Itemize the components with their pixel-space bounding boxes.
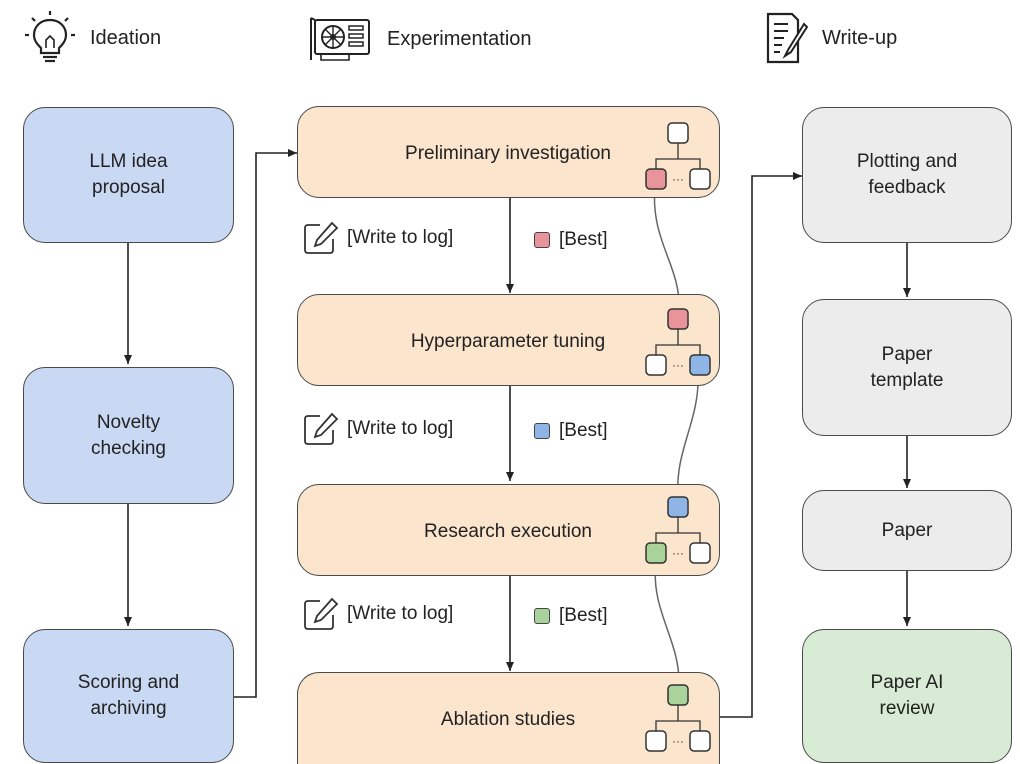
svg-text:···: ··· xyxy=(672,734,684,748)
paper-ai-review-box: Paper AI review xyxy=(802,629,1012,763)
experimentation-header-label: Experimentation xyxy=(387,27,532,50)
ablation-studies-box: Ablation studies ··· xyxy=(297,672,720,764)
novelty-line2: checking xyxy=(91,437,166,459)
preliminary-label: Preliminary investigation xyxy=(405,143,611,164)
review-line1: Paper AI xyxy=(870,672,944,693)
lightbulb-icon xyxy=(25,11,75,63)
ablation-label: Ablation studies xyxy=(440,709,576,730)
plotting-feedback-box: Plotting and feedback xyxy=(802,107,1012,243)
best-red: [Best] xyxy=(534,229,608,251)
edit-log-icon xyxy=(304,221,339,254)
svg-text:···: ··· xyxy=(672,172,684,186)
scoring-line2: archiving xyxy=(90,698,167,719)
write-to-log-3: [Write to log] xyxy=(303,597,453,631)
write-to-log-label: [Write to log] xyxy=(347,418,454,439)
template-line2: template xyxy=(870,369,944,391)
search-tree-icon: ··· xyxy=(645,684,711,752)
novelty-checking-box: Novelty checking xyxy=(23,367,234,504)
writeup-header: Write-up xyxy=(764,10,897,66)
paper-box: Paper xyxy=(802,490,1012,571)
research-execution-box: Research execution ··· xyxy=(297,484,720,576)
best-green: [Best] xyxy=(534,605,608,627)
llm-idea-line1: LLM idea xyxy=(89,151,168,172)
gpu-card-icon xyxy=(310,17,370,61)
best-label: [Best] xyxy=(559,420,608,441)
paper-label: Paper xyxy=(881,519,933,541)
search-tree-icon: ··· xyxy=(645,308,711,376)
plotting-line2: feedback xyxy=(868,177,946,198)
scoring-archiving-box: Scoring and archiving xyxy=(23,629,234,763)
plotting-line1: Plotting and xyxy=(856,151,958,172)
edit-log-icon xyxy=(304,412,339,445)
best-green-swatch xyxy=(534,608,550,624)
template-line1: Paper xyxy=(881,343,933,365)
research-label: Research execution xyxy=(424,521,592,542)
preliminary-investigation-box: Preliminary investigation ··· xyxy=(297,106,720,198)
best-blue: [Best] xyxy=(534,420,608,442)
document-pen-icon xyxy=(766,12,808,64)
writeup-header-label: Write-up xyxy=(822,26,898,49)
review-line2: review xyxy=(879,698,935,719)
ideation-header: Ideation xyxy=(24,10,161,66)
write-to-log-label: [Write to log] xyxy=(347,227,454,248)
novelty-line1: Novelty xyxy=(96,411,161,433)
write-to-log-1: [Write to log] xyxy=(303,221,453,255)
best-blue-swatch xyxy=(534,423,550,439)
best-label: [Best] xyxy=(559,605,608,626)
ideation-header-label: Ideation xyxy=(90,26,162,49)
write-to-log-label: [Write to log] xyxy=(347,603,454,624)
hyperparameter-label: Hyperparameter tuning xyxy=(410,331,606,352)
hyperparameter-tuning-box: Hyperparameter tuning ··· xyxy=(297,294,720,386)
experimentation-header: Experimentation xyxy=(309,14,532,64)
best-red-swatch xyxy=(534,232,550,248)
edit-log-icon xyxy=(304,597,339,630)
search-tree-icon: ··· xyxy=(645,496,711,564)
svg-text:···: ··· xyxy=(672,358,684,372)
scoring-line1: Scoring and xyxy=(77,672,180,693)
llm-idea-proposal-box: LLM idea proposal xyxy=(23,107,234,243)
write-to-log-2: [Write to log] xyxy=(303,412,453,446)
svg-text:···: ··· xyxy=(672,546,684,560)
llm-idea-line2: proposal xyxy=(92,177,165,198)
paper-template-box: Paper template xyxy=(802,299,1012,436)
search-tree-icon: ··· xyxy=(645,122,711,190)
best-label: [Best] xyxy=(559,229,608,250)
